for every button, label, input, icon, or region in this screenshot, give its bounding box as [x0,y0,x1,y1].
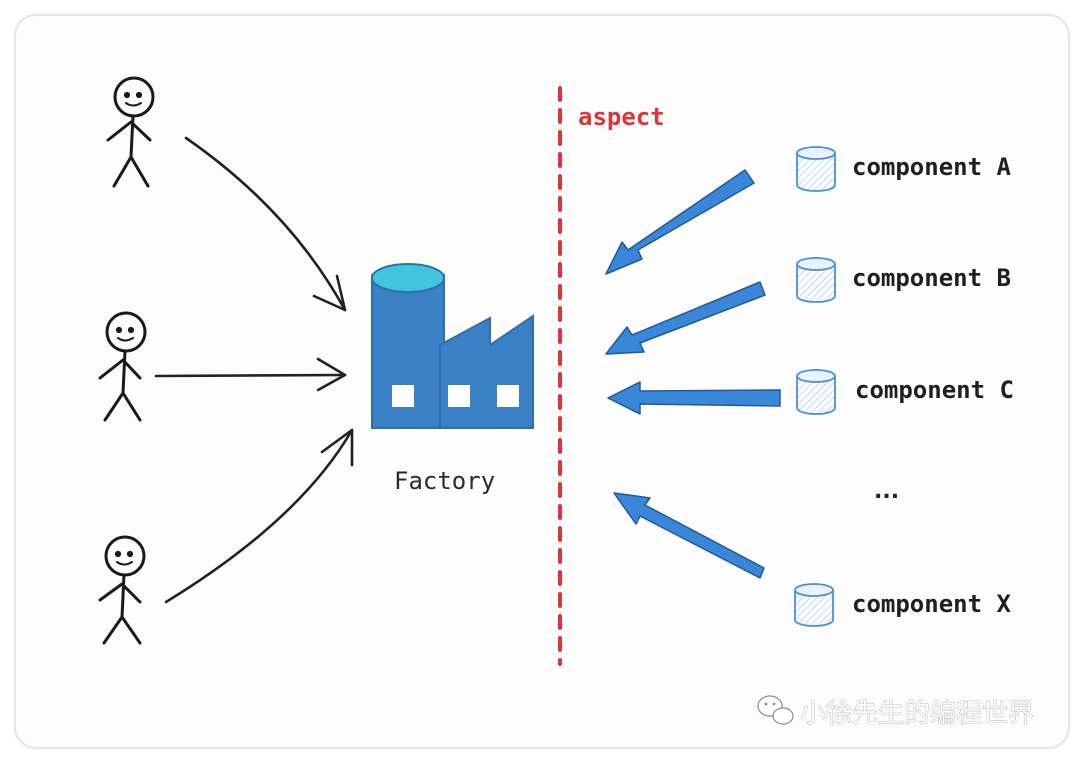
component-arrows [605,169,781,579]
factory-label: Factory [394,467,495,495]
user-figure-3 [98,535,146,645]
arrow-component-x [613,492,765,579]
cylinder-icon-b [796,257,836,303]
cylinder-icon-a [796,146,836,192]
component-label-a: component A [852,153,1011,181]
user-to-factory-arrows [154,136,354,604]
arrow-component-c [607,381,781,415]
component-label-x: component X [852,590,1011,618]
arrow-component-a [605,169,755,275]
factory-icon [371,263,534,429]
arrow-user3-factory [164,428,354,604]
aspect-label: aspect [578,103,665,131]
component-label-b: component B [852,264,1011,292]
cylinder-icon-c [796,369,836,415]
wechat-icon [757,695,794,725]
arrow-component-b [605,281,766,355]
component-label-c: component C [855,376,1014,404]
component-ellipsis: ... [874,479,899,504]
diagram-card [14,14,1070,749]
user-figure-1 [106,76,155,188]
arrow-user2-factory [154,373,347,378]
user-figure-2 [98,311,147,422]
arrow-user1-factory [184,136,347,312]
cylinder-icon-x [794,583,834,627]
watermark-text: 小徐先生的编程世界 [800,699,1034,729]
